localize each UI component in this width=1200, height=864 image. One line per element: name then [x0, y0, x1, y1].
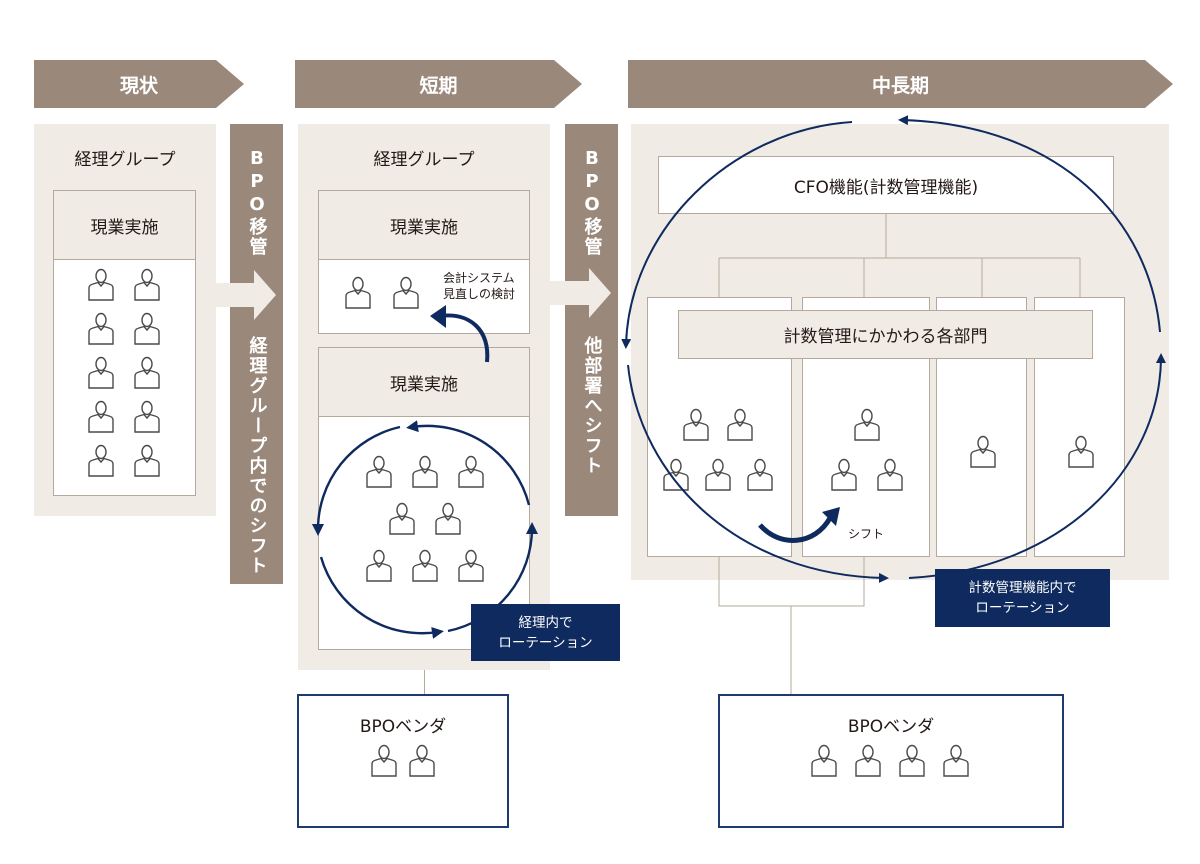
cfo-rotation-label: 計数管理機能内で ローテーション — [935, 569, 1110, 627]
rotation-line-1: 計数管理機能内で — [968, 580, 1077, 596]
person-icon — [387, 502, 417, 536]
person-icon — [407, 744, 437, 778]
transition-bar-1: BPO移管 経理グループ内でのシフト — [230, 124, 283, 584]
person-icon — [968, 435, 998, 469]
right-arrow-icon — [230, 270, 276, 320]
right-arrow-overlay-1 — [230, 270, 276, 320]
short-term-upper-section-title: 現業実施 — [318, 190, 530, 260]
person-icon — [853, 744, 883, 778]
person-icon — [364, 455, 394, 489]
rotation-line-1: 経理内で — [518, 614, 573, 631]
person-icon — [86, 356, 116, 390]
short-term-upper-staff-box — [318, 259, 530, 334]
person-icon — [86, 400, 116, 434]
person-icon — [132, 400, 162, 434]
shift-label: シフト — [848, 527, 885, 541]
phase-short-term: 短期 — [295, 60, 582, 108]
transition-bar-2: BPO移管 他部署へシフト — [565, 124, 618, 516]
person-icon — [1066, 435, 1096, 469]
phase-mid-long-term: 中長期 — [628, 60, 1173, 108]
short-term-lower-section-title: 現業実施 — [318, 347, 530, 417]
vendor-title: BPOベンダ — [847, 716, 935, 737]
person-icon — [410, 455, 440, 489]
phase-arrow-shape — [295, 60, 582, 108]
note-line-1: 会計システム — [443, 271, 515, 285]
phase-label: 短期 — [419, 74, 458, 97]
phase-label: 現状 — [119, 74, 158, 97]
person-icon — [745, 458, 775, 492]
note-line-2: 見直しの検討 — [443, 287, 516, 301]
person-icon — [941, 744, 971, 778]
short-term-bpo-vendor-box: BPOベンダ — [297, 694, 509, 828]
person-icon — [809, 744, 839, 778]
person-icon — [852, 408, 882, 442]
person-icon — [897, 744, 927, 778]
person-icon — [132, 444, 162, 478]
person-icon — [391, 276, 421, 310]
transition-bottom-text: 他部署へシフト — [581, 336, 603, 476]
phase-arrow-shape — [628, 60, 1173, 108]
accounting-rotation-label: 経理内で ローテーション — [471, 604, 620, 661]
mid-long-term-bpo-vendor-box: BPOベンダ — [718, 694, 1064, 828]
person-icon — [364, 549, 394, 583]
current-section-title: 現業実施 — [53, 190, 196, 260]
person-icon — [343, 276, 373, 310]
person-icon — [703, 458, 733, 492]
phase-current: 現状 — [34, 60, 244, 108]
person-icon — [369, 744, 399, 778]
person-icon — [132, 356, 162, 390]
current-staff-box — [53, 259, 196, 496]
person-icon — [661, 458, 691, 492]
vendor-title: BPOベンダ — [359, 716, 447, 737]
person-icon — [86, 312, 116, 346]
right-arrow-overlay-2 — [565, 268, 611, 318]
person-icon — [456, 455, 486, 489]
rotation-line-2: ローテーション — [975, 600, 1070, 616]
person-icon — [410, 549, 440, 583]
transition-bottom-text: 経理グループ内でのシフト — [246, 336, 268, 576]
current-group-title: 経理グループ — [74, 149, 176, 170]
person-icon — [725, 408, 755, 442]
connector-line — [424, 670, 425, 694]
person-icon — [86, 268, 116, 302]
person-icon — [132, 268, 162, 302]
transition-top-text: BPO移管 — [246, 148, 268, 257]
person-icon — [132, 312, 162, 346]
person-icon — [433, 502, 463, 536]
person-icon — [456, 549, 486, 583]
rotation-line-2: ローテーション — [498, 634, 593, 651]
person-icon — [829, 458, 859, 492]
person-icon — [86, 444, 116, 478]
cfo-function-box: CFO機能(計数管理機能) — [658, 156, 1114, 214]
phase-label: 中長期 — [871, 74, 929, 97]
person-icon — [875, 458, 905, 492]
person-icon — [681, 408, 711, 442]
short-term-group-title: 経理グループ — [373, 149, 475, 170]
phase-arrow-shape — [34, 60, 244, 108]
right-arrow-icon — [565, 268, 611, 318]
departments-title: 計数管理にかかわる各部門 — [678, 310, 1093, 359]
transition-top-text: BPO移管 — [581, 148, 603, 257]
system-review-note: 会計システム 見直しの検討 — [443, 270, 529, 302]
